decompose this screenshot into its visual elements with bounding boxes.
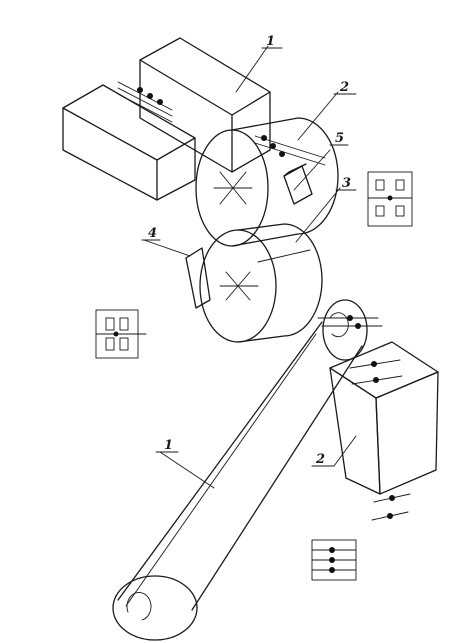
box-housing-back [139, 37, 271, 173]
drive-unit [185, 247, 211, 309]
lower-roll [199, 223, 323, 343]
detail-inset-bottom [311, 539, 357, 581]
callout-label: 1 [266, 34, 275, 49]
callout-label: 5 [335, 131, 344, 146]
callout-hopper: 2 [311, 435, 357, 467]
roll-insert-block [283, 149, 331, 205]
detail-inset-right [367, 171, 413, 227]
callout-upper-roll: 2 [297, 80, 357, 141]
callout-crusher-frame: 1 [235, 34, 283, 93]
callout-label: 1 [164, 438, 173, 453]
callout-label: 2 [339, 80, 349, 95]
box-housing-front [62, 84, 196, 201]
callout-drive-unit: 4 [141, 226, 191, 257]
callout-conveyor: 1 [155, 438, 215, 489]
shaft-between-housings [117, 81, 173, 123]
callout-label: 2 [315, 452, 325, 467]
detail-inset-left [95, 309, 147, 359]
callout-label: 3 [342, 176, 351, 191]
callout-lower-roll: 3 [295, 176, 357, 243]
belt-conveyor [112, 299, 383, 641]
hopper [329, 341, 439, 521]
callout-label: 4 [148, 226, 157, 241]
callout-roll-insert: 5 [329, 131, 349, 146]
